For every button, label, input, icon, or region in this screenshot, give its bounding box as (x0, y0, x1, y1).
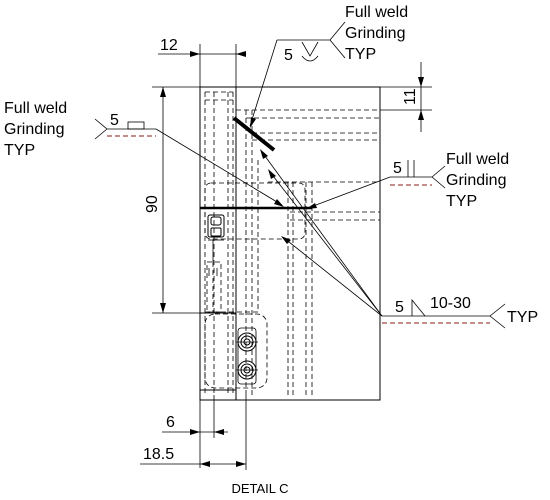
weld-top-line2: Grinding (345, 25, 405, 42)
hidden-lines (204, 91, 380, 395)
weld-top-line3: TYP (345, 46, 376, 63)
weld-fillet-size: 5 (395, 299, 404, 316)
weld-right-line3: TYP (446, 193, 477, 210)
dimension-18-5: 18.5 (140, 395, 247, 470)
weld-top-size: 5 (284, 47, 293, 64)
dimension-90: 90 (144, 86, 200, 314)
weld-right-line1: Full weld (446, 151, 509, 168)
dimension-11-label: 11 (402, 88, 419, 105)
weld-left-line3: TYP (4, 142, 35, 159)
bolt-upper (236, 332, 258, 352)
weld-fillet-pitch: 10-30 (430, 295, 471, 312)
weld-symbol-top: 5 Full weld Grinding TYP (249, 4, 408, 128)
weld-left-line1: Full weld (4, 100, 67, 117)
weld-left-line2: Grinding (4, 121, 64, 138)
weld-right-line2: Grinding (446, 172, 506, 189)
dimension-6-label: 6 (166, 414, 175, 431)
dimension-6: 6 (162, 395, 228, 468)
dimension-90-label: 90 (144, 195, 161, 213)
dimension-11: 11 (380, 62, 432, 132)
weld-symbol-left: 5 Full weld Grinding TYP (4, 100, 284, 207)
weld-features (200, 116, 312, 262)
detail-caption: DETAIL C (231, 481, 288, 496)
part-outline (199, 86, 381, 401)
weld-fillet-tail: TYP (507, 309, 538, 326)
weld-left-size: 5 (110, 112, 119, 129)
bolt-lower (236, 360, 258, 380)
weld-symbol-right: 5 Full weld Grinding TYP (306, 151, 509, 210)
dimension-12-label: 12 (160, 37, 178, 54)
weld-right-size: 5 (393, 160, 402, 177)
dimension-18-5-label: 18.5 (143, 446, 174, 463)
dimension-12: 12 (158, 37, 246, 87)
weld-top-line1: Full weld (345, 4, 408, 21)
weld-symbol-fillet: 5 10-30 TYP (260, 149, 538, 329)
